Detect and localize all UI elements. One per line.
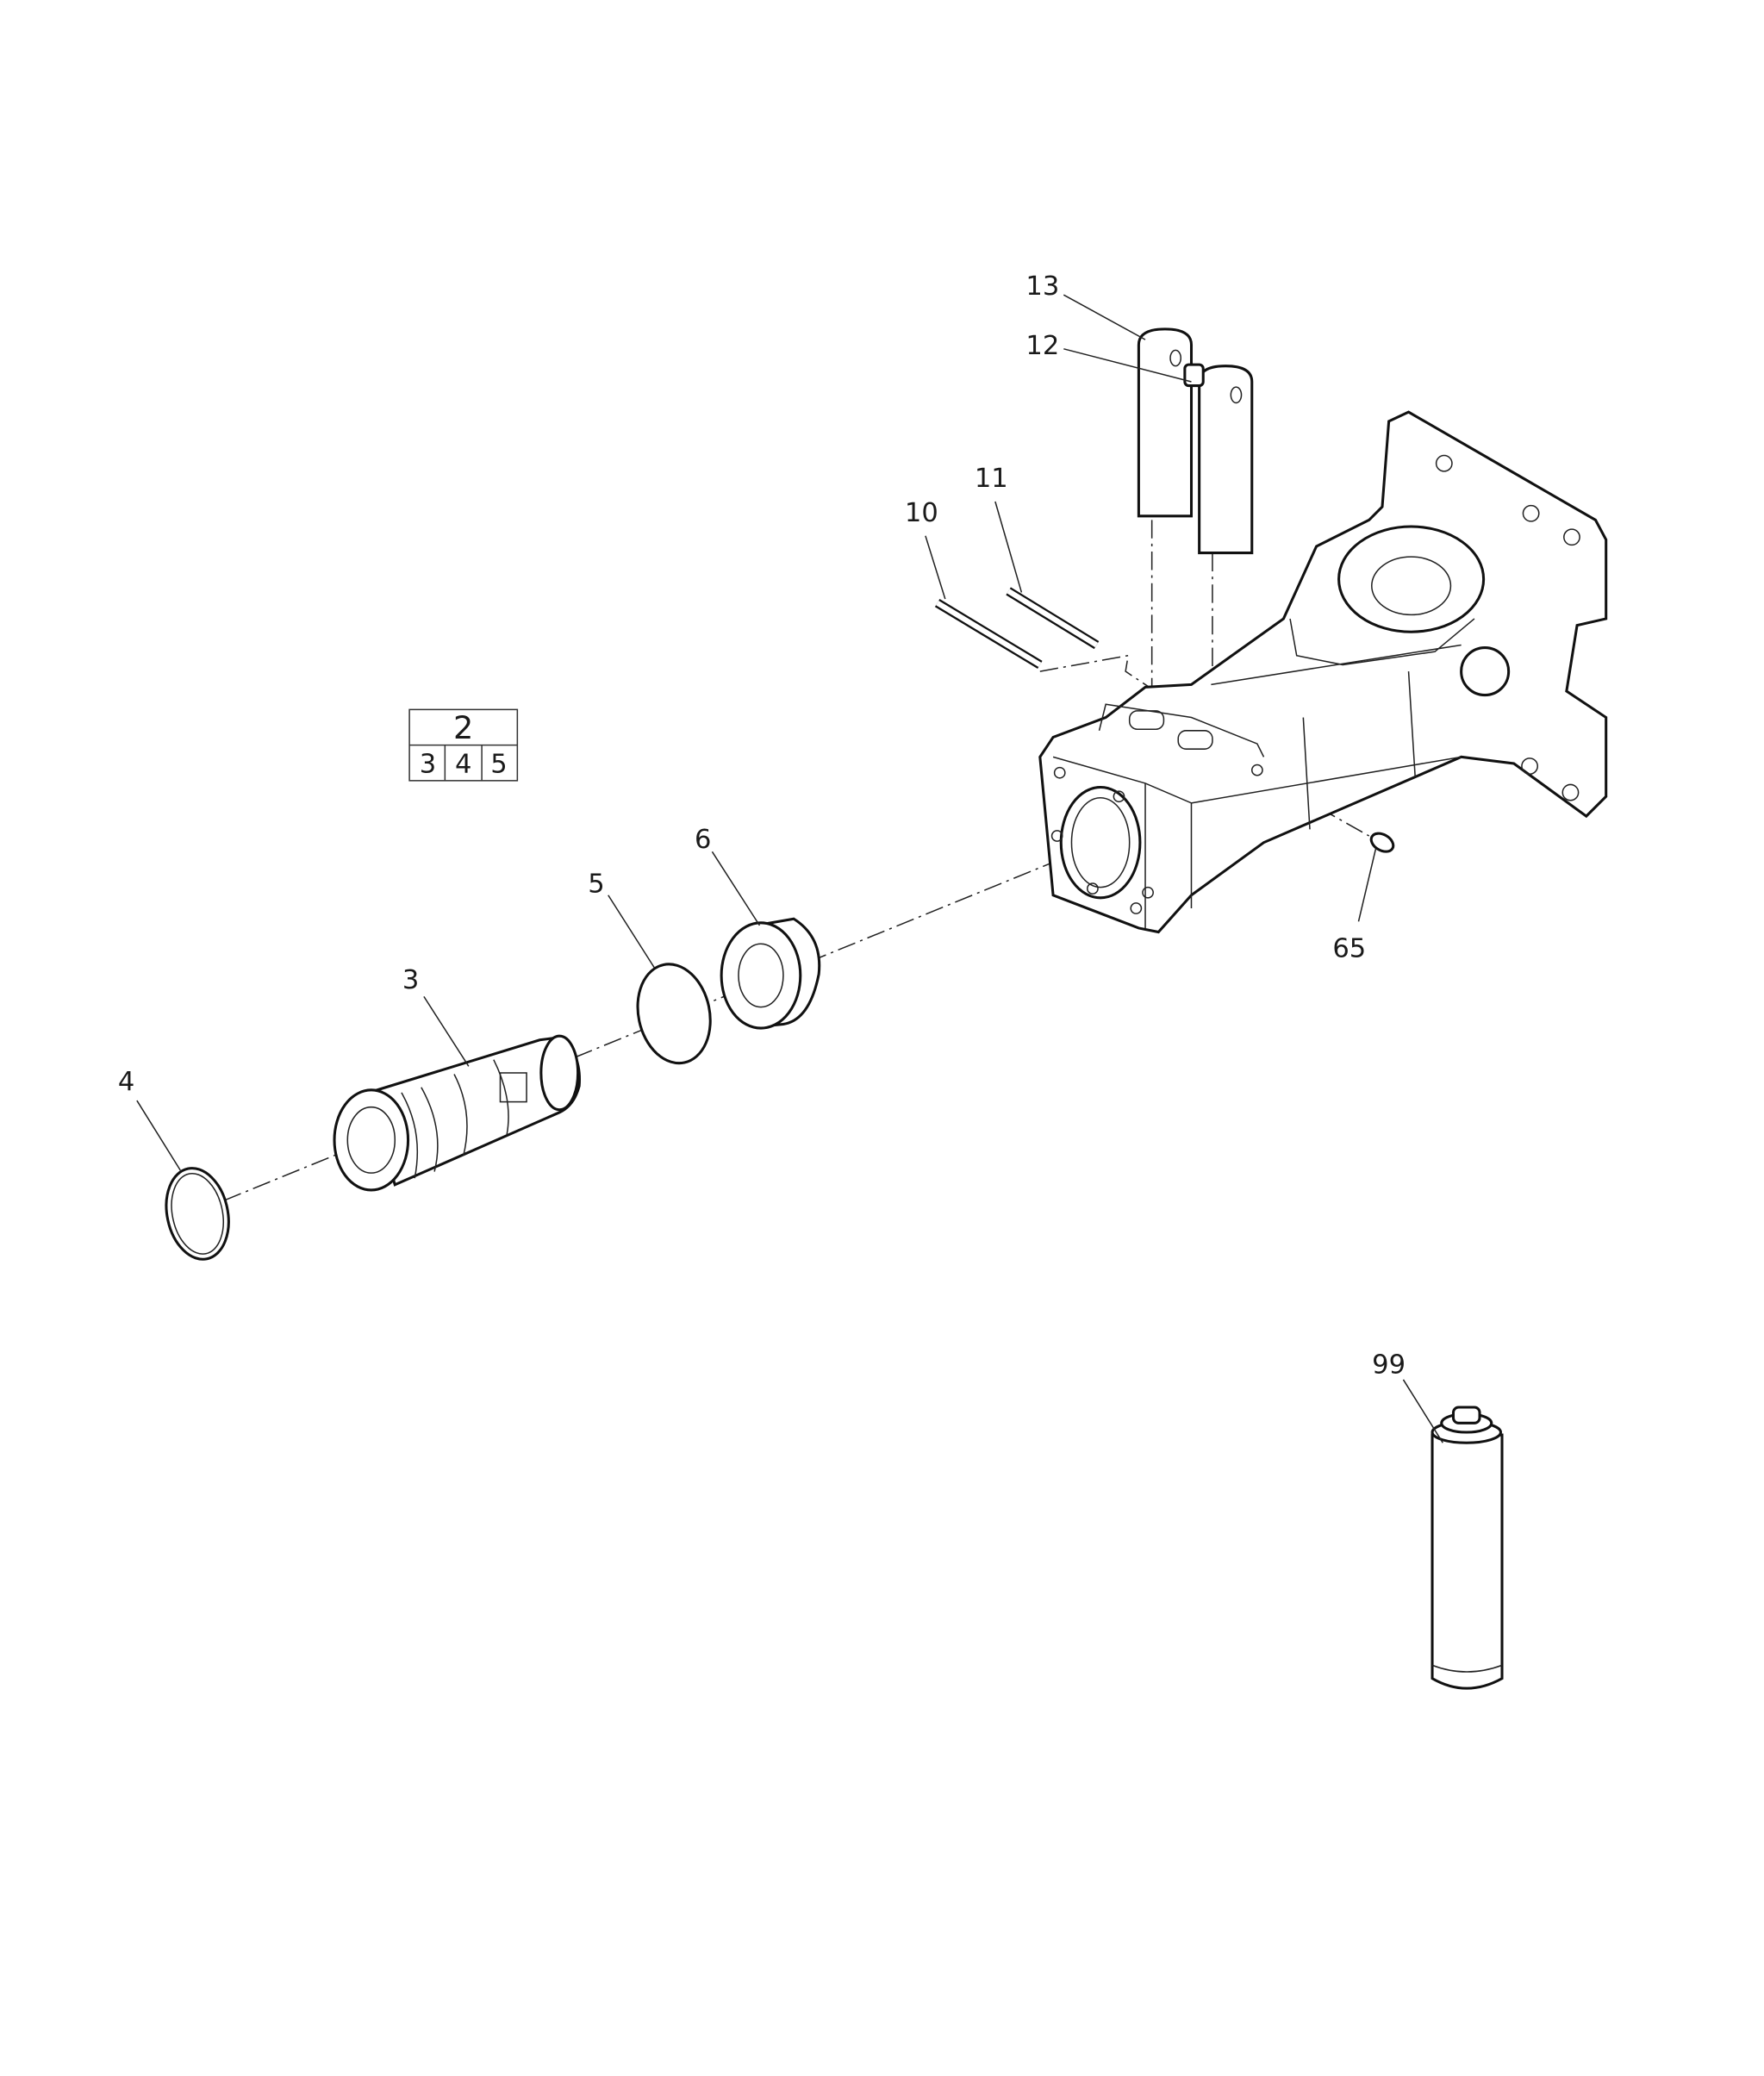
- pin-11: [1006, 587, 1100, 650]
- leader-lines: [136, 294, 1443, 1443]
- kit-table: 2 3 4 5: [408, 708, 519, 782]
- pin-13: [1137, 327, 1254, 555]
- callout-5[interactable]: 5: [588, 870, 604, 900]
- callout-13[interactable]: 13: [1025, 271, 1059, 302]
- callout-3[interactable]: 3: [402, 965, 419, 995]
- callout-6[interactable]: 6: [695, 825, 711, 855]
- bearing-6: [720, 917, 821, 1030]
- callout-12[interactable]: 12: [1025, 331, 1059, 361]
- kit-item[interactable]: 5: [490, 750, 507, 780]
- axle-housing: [1038, 410, 1608, 934]
- pin-10: [934, 599, 1043, 670]
- plug-65: [1369, 832, 1395, 853]
- bolt-12: [1183, 363, 1205, 388]
- ring-4: [165, 1167, 230, 1261]
- kit-item[interactable]: 4: [455, 750, 471, 780]
- kit-item[interactable]: 3: [420, 750, 436, 780]
- callout-11[interactable]: 11: [975, 464, 1008, 494]
- callout-10[interactable]: 10: [905, 498, 938, 528]
- kit-number[interactable]: 2: [453, 709, 473, 746]
- o-ring-5: [636, 963, 712, 1065]
- assembly-axes: [223, 520, 1370, 1201]
- callout-99[interactable]: 99: [1372, 1350, 1406, 1380]
- callout-4[interactable]: 4: [118, 1067, 134, 1097]
- cartridge-99: [1431, 1406, 1504, 1690]
- cartridge-3: [333, 1034, 581, 1192]
- callout-65[interactable]: 65: [1332, 934, 1366, 964]
